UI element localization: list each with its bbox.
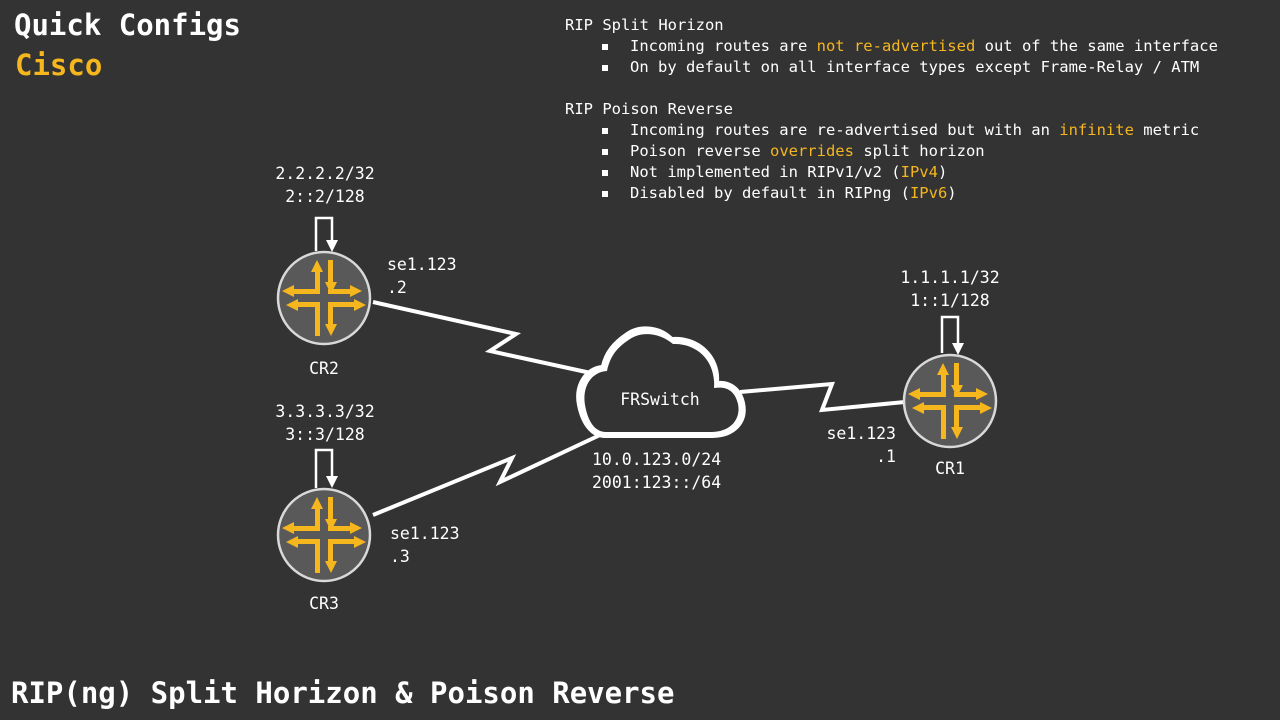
cr2-interface: se1.123: [387, 255, 457, 274]
note-highlight: not re-advertised: [816, 37, 976, 55]
note-bullet: Not implemented in RIPv1/v2 (IPv4): [565, 162, 1218, 183]
note-text: ): [937, 163, 948, 181]
note-highlight: infinite: [1059, 121, 1134, 139]
subnet-v6: 2001:123::/64: [592, 473, 722, 492]
cr1-interface: se1.123: [826, 424, 896, 443]
router-cr3-icon: [276, 487, 372, 583]
note-text: Poison reverse: [630, 142, 770, 160]
cr1-loopback-icon: [940, 315, 964, 355]
cr3-loopback-icon: [314, 448, 338, 488]
link-cr3-frswitch: [372, 433, 601, 517]
cr3-loopback-v6: 3::3/128: [285, 425, 365, 444]
note-text: Incoming routes are re-advertised but wi…: [630, 121, 1060, 139]
note-title: RIP Poison Reverse: [565, 100, 733, 118]
note-bullet: On by default on all interface types exc…: [565, 57, 1218, 78]
cr3-interface-label: se1.123 .3: [390, 522, 460, 568]
note-text: On by default on all interface types exc…: [630, 58, 1200, 76]
cr3-loopback-v4: 3.3.3.3/32: [275, 402, 375, 421]
note-title: RIP Split Horizon: [565, 16, 724, 34]
note-highlight: overrides: [769, 142, 854, 160]
note-bullet: Disabled by default in RIPng (IPv6): [565, 183, 1218, 204]
note-section-split-horizon: RIP Split Horizon Incoming routes are no…: [565, 15, 1218, 78]
note-highlight: IPv4: [900, 163, 938, 181]
cr1-loopback-v4: 1.1.1.1/32: [900, 268, 1000, 287]
cr2-interface-label: se1.123 .2: [387, 253, 457, 299]
cr2-loopback-v4: 2.2.2.2/32: [275, 164, 375, 183]
note-text: ): [947, 184, 957, 202]
notes-panel: RIP Split Horizon Incoming routes are no…: [565, 15, 1218, 225]
frswitch-cloud-inner: [584, 334, 739, 432]
subnet-v4: 10.0.123.0/24: [592, 450, 722, 469]
cr2-loopback-v6: 2::2/128: [285, 187, 365, 206]
note-section-poison-reverse: RIP Poison Reverse Incoming routes are r…: [565, 99, 1218, 204]
cr2-name: CR2: [309, 359, 339, 378]
note-text: Disabled by default in RIPng (: [630, 184, 910, 202]
cr3-loopback-label: 3.3.3.3/32 3::3/128: [260, 400, 390, 446]
note-bullet: Incoming routes are re-advertised but wi…: [565, 120, 1218, 141]
note-list: Incoming routes are not re-advertised ou…: [565, 36, 1218, 78]
cr3-host: .3: [390, 547, 410, 566]
cr1-loopback-label: 1.1.1.1/32 1::1/128: [885, 266, 1015, 312]
cr2-host: .2: [387, 278, 407, 297]
note-list: Incoming routes are re-advertised but wi…: [565, 120, 1218, 204]
note-text: Not implemented in RIPv1/v2 (: [630, 163, 901, 181]
cr1-name: CR1: [935, 459, 965, 478]
note-text: out of the same interface: [975, 37, 1218, 55]
link-frswitch-cr1: [739, 381, 906, 413]
cr3-interface: se1.123: [390, 524, 460, 543]
note-text: Incoming routes are: [630, 37, 817, 55]
frswitch-label: FRSwitch: [620, 390, 700, 409]
cr1-interface-label: se1.123 .1: [823, 422, 896, 468]
note-highlight: IPv6: [909, 184, 948, 202]
router-cr2-icon: [276, 250, 372, 346]
note-text: metric: [1133, 121, 1200, 139]
cr2-loopback-icon: [314, 216, 338, 252]
cr1-loopback-v6: 1::1/128: [910, 291, 990, 310]
cr1-host: .1: [876, 447, 896, 466]
note-text: split horizon: [853, 142, 985, 160]
vendor-subtitle: Cisco: [15, 48, 103, 82]
footer-title: RIP(ng) Split Horizon & Poison Reverse: [11, 676, 675, 710]
link-cr2-frswitch: [372, 300, 601, 377]
subnet-label: 10.0.123.0/24 2001:123::/64: [592, 448, 721, 494]
cr2-loopback-label: 2.2.2.2/32 2::2/128: [260, 162, 390, 208]
note-bullet: Poison reverse overrides split horizon: [565, 141, 1218, 162]
note-bullet: Incoming routes are not re-advertised ou…: [565, 36, 1218, 57]
page-title: Quick Configs: [14, 8, 241, 42]
cr3-name: CR3: [309, 594, 339, 613]
router-cr1-icon: [902, 353, 998, 449]
